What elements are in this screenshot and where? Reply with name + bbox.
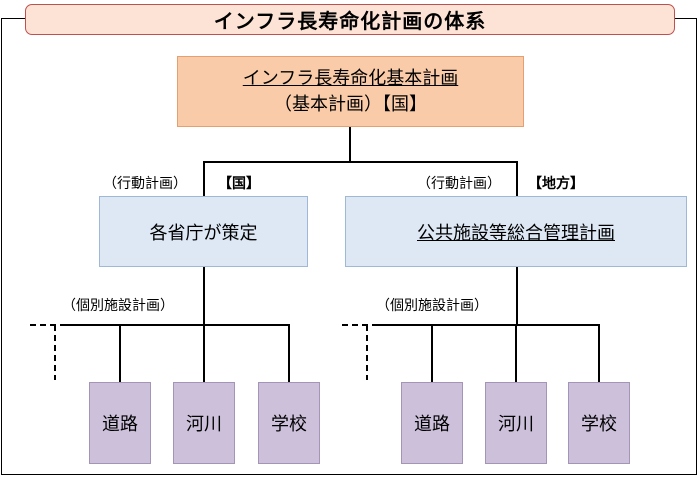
right-level-tag: 【地方】: [528, 176, 584, 192]
leaf-label: 河川: [186, 414, 222, 435]
left-individual-plan-label: （個別施設計画）: [62, 298, 174, 314]
leaf-label: 道路: [102, 414, 138, 435]
public-facilities-box: 公共施設等総合管理計画: [345, 196, 687, 267]
diagram-title: インフラ長寿命化計画の体系: [25, 4, 675, 35]
leaf-label: 河川: [498, 414, 534, 435]
leaf-right-school: 学校: [568, 382, 630, 464]
right-action-plan-label: （行動計画）: [417, 176, 501, 192]
ministries-box: 各省庁が策定: [99, 196, 308, 267]
basic-plan-box: インフラ長寿命化基本計画 （基本計画）【国】: [177, 56, 524, 127]
left-level-tag: 【国】: [218, 176, 260, 192]
leaf-left-school: 学校: [258, 382, 320, 464]
leaf-right-river: 河川: [485, 382, 547, 464]
leaf-left-river: 河川: [173, 382, 235, 464]
basic-plan-title: インフラ長寿命化基本計画: [242, 67, 459, 89]
right-individual-plan-label: （個別施設計画）: [376, 298, 488, 314]
ministries-box-label: 各省庁が策定: [149, 222, 258, 244]
leaf-left-road: 道路: [89, 382, 151, 464]
public-facilities-box-label: 公共施設等総合管理計画: [417, 222, 615, 244]
leaf-label: 道路: [414, 414, 450, 435]
basic-plan-subtitle: （基本計画）【国】: [274, 93, 427, 115]
leaf-label: 学校: [581, 414, 617, 435]
leaf-label: 学校: [271, 414, 307, 435]
left-action-plan-label: （行動計画）: [103, 176, 187, 192]
leaf-right-road: 道路: [401, 382, 463, 464]
